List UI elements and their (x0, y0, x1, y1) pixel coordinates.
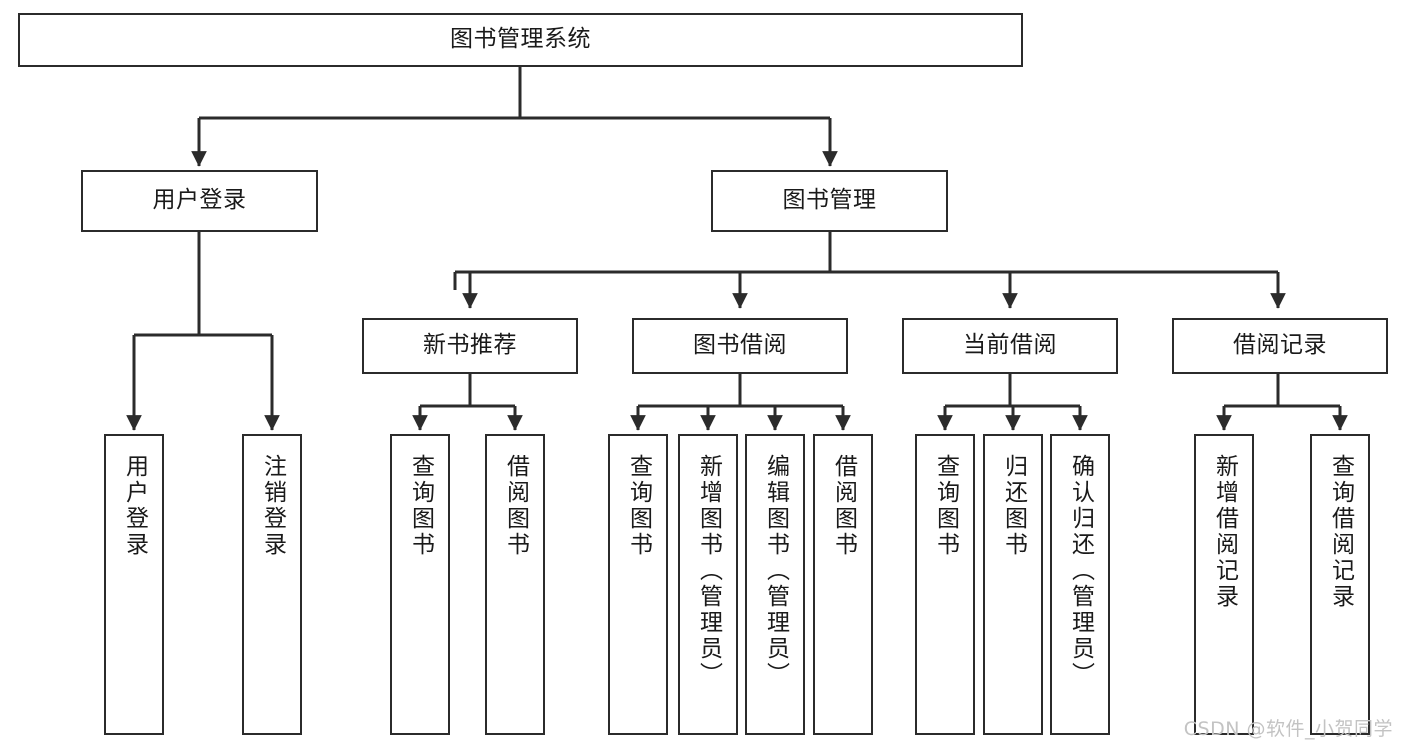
node-label: 查询借阅记录 (1327, 454, 1354, 610)
node-label: 图书管理 (782, 187, 877, 214)
node-label: 用户登录 (152, 187, 247, 214)
node-book-management[interactable]: 图书管理 (711, 170, 948, 232)
leaf-add-borrow-record[interactable]: 新增借阅记录 (1194, 434, 1254, 735)
leaf-logout[interactable]: 注销登录 (242, 434, 302, 735)
node-label: 新增借阅记录 (1211, 454, 1238, 610)
node-label: 图书借阅 (693, 332, 787, 359)
node-label: 确认归还（管理员） (1067, 454, 1094, 688)
node-borrowing-record[interactable]: 借阅记录 (1172, 318, 1388, 374)
node-label: 查询图书 (932, 454, 959, 558)
node-label: 借阅图书 (502, 454, 529, 558)
node-label: 新书推荐 (423, 332, 517, 359)
node-label: 借阅图书 (830, 454, 857, 558)
leaf-borrow-book-recommendation[interactable]: 借阅图书 (485, 434, 545, 735)
leaf-query-borrow-record[interactable]: 查询借阅记录 (1310, 434, 1370, 735)
leaf-add-book-admin[interactable]: 新增图书（管理员） (678, 434, 738, 735)
node-new-book-recommendation[interactable]: 新书推荐 (362, 318, 578, 374)
leaf-confirm-return-admin[interactable]: 确认归还（管理员） (1050, 434, 1110, 735)
node-label: 用户登录 (121, 454, 148, 558)
node-book-borrowing[interactable]: 图书借阅 (632, 318, 848, 374)
node-label: 查询图书 (407, 454, 434, 558)
leaf-query-book-current[interactable]: 查询图书 (915, 434, 975, 735)
leaf-query-book-borrowing[interactable]: 查询图书 (608, 434, 668, 735)
node-label: 归还图书 (1000, 454, 1027, 558)
node-current-borrowing[interactable]: 当前借阅 (902, 318, 1118, 374)
node-label: 图书管理系统 (450, 26, 591, 53)
node-label: 编辑图书（管理员） (762, 454, 789, 688)
leaf-return-book[interactable]: 归还图书 (983, 434, 1043, 735)
node-label: 借阅记录 (1233, 332, 1327, 359)
leaf-user-login[interactable]: 用户登录 (104, 434, 164, 735)
leaf-query-book-recommendation[interactable]: 查询图书 (390, 434, 450, 735)
node-label: 当前借阅 (963, 332, 1057, 359)
node-root-book-management-system[interactable]: 图书管理系统 (18, 13, 1023, 67)
node-user-login[interactable]: 用户登录 (81, 170, 318, 232)
node-label: 注销登录 (259, 454, 286, 558)
node-label: 新增图书（管理员） (695, 454, 722, 688)
leaf-borrow-book[interactable]: 借阅图书 (813, 434, 873, 735)
node-label: 查询图书 (625, 454, 652, 558)
leaf-edit-book-admin[interactable]: 编辑图书（管理员） (745, 434, 805, 735)
watermark-text: CSDN @软件_小贺同学 (1183, 718, 1393, 740)
